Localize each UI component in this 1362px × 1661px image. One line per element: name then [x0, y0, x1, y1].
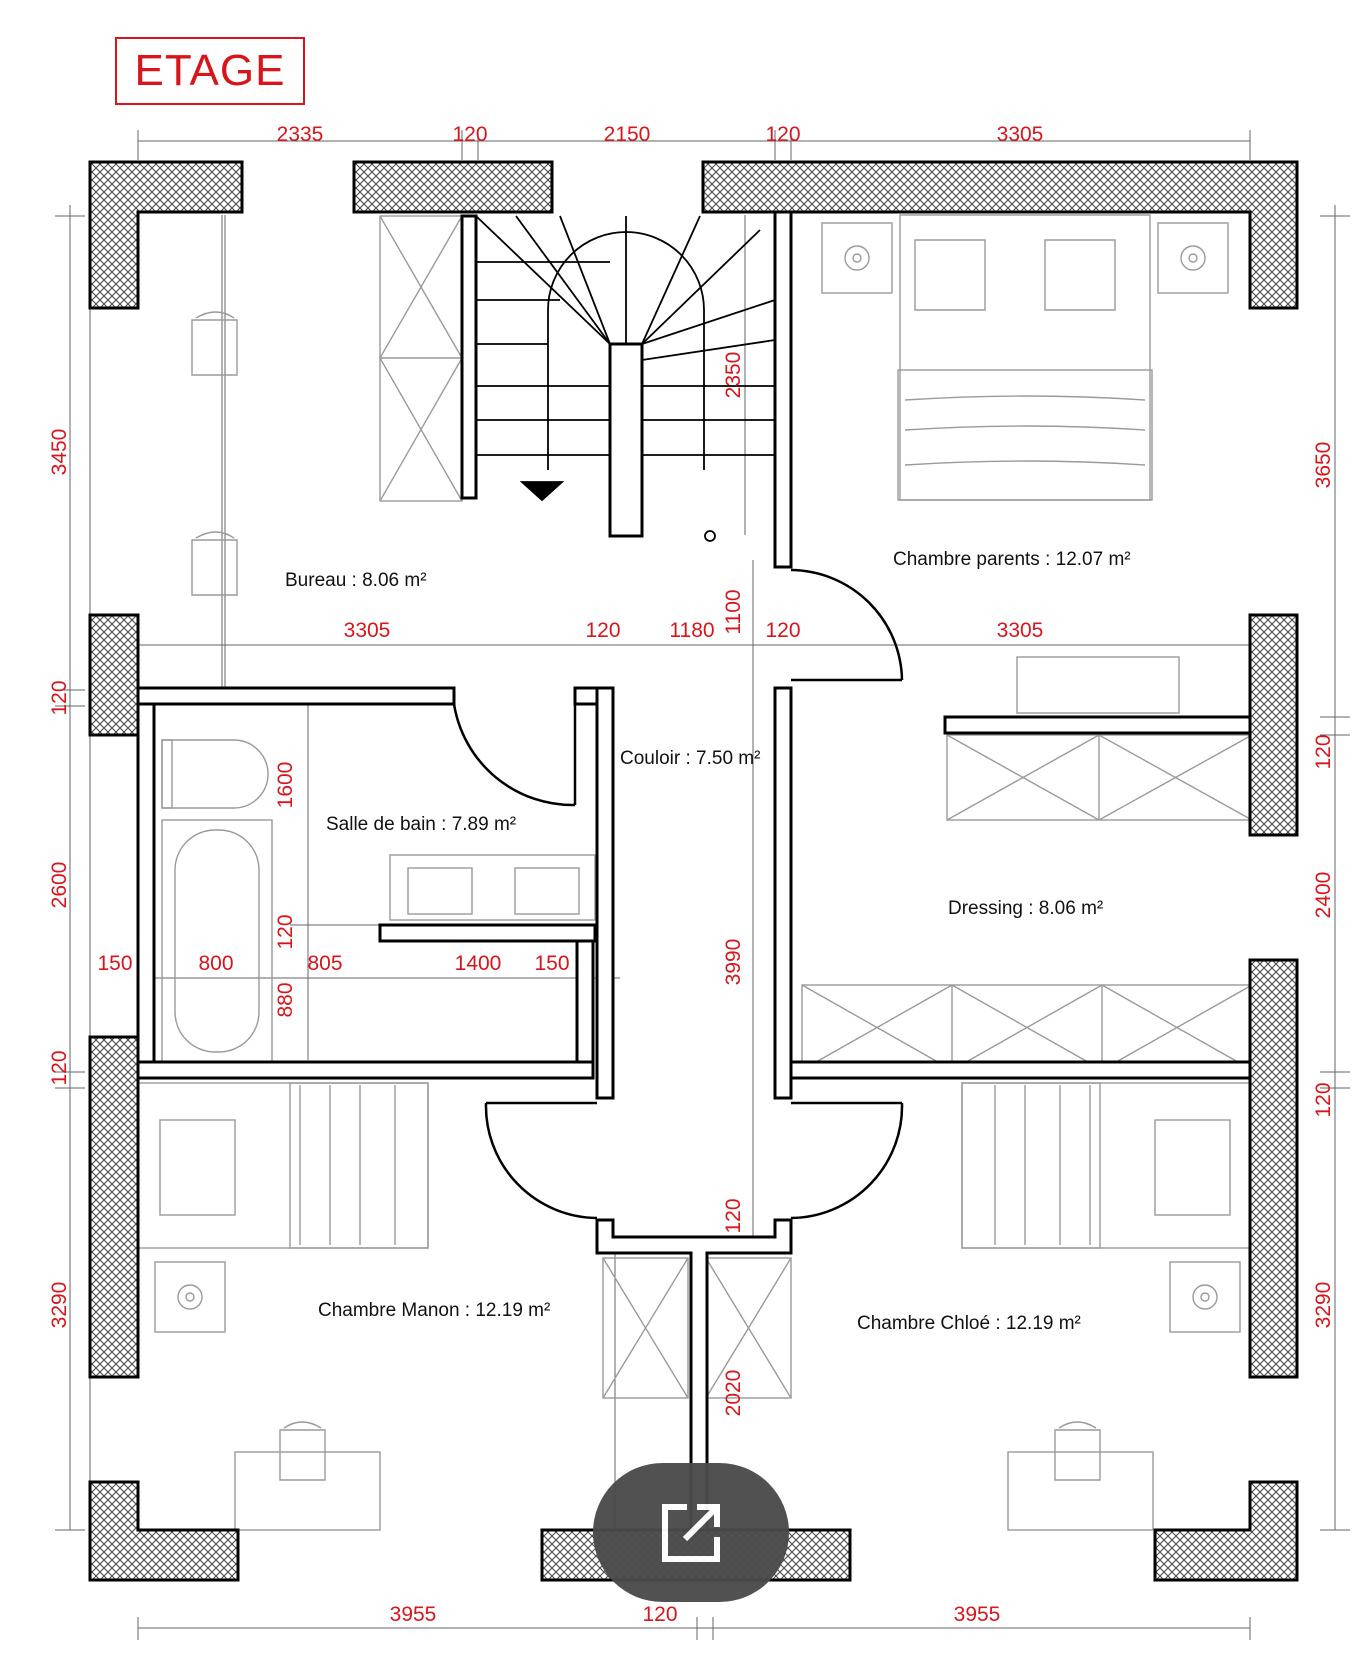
- dim-bottom-3: 3955: [954, 1603, 1001, 1626]
- dim-left-1: 3450: [48, 429, 71, 476]
- open-in-new-button[interactable]: [593, 1463, 789, 1602]
- dim-bottom-1: 3955: [390, 1603, 437, 1626]
- dimension-lines: [55, 130, 1350, 1640]
- dim-top-5: 3305: [997, 123, 1044, 146]
- room-label-salle-de-bain: Salle de bain : 7.89 m²: [326, 814, 516, 835]
- dim-bath-row-5: 150: [534, 952, 569, 975]
- room-label-dressing: Dressing : 8.06 m²: [948, 898, 1103, 919]
- dim-mid-1: 3305: [344, 619, 391, 642]
- room-labels: Bureau : 8.06 m² Chambre parents : 12.07…: [285, 549, 1131, 1334]
- dim-top-3: 2150: [604, 123, 651, 146]
- dim-corridor-length: 3990: [722, 939, 745, 986]
- dim-left-4: 120: [48, 1050, 71, 1085]
- dim-bath-row-3: 805: [307, 952, 342, 975]
- dim-mid-5: 3305: [997, 619, 1044, 642]
- dim-closet: 2020: [722, 1370, 745, 1417]
- dim-mid-3: 1180: [669, 619, 714, 642]
- staircase: [460, 214, 776, 542]
- dim-bath-row-2: 800: [198, 952, 233, 975]
- dim-left-3: 2600: [48, 862, 71, 909]
- dim-bath-880: 880: [274, 982, 297, 1017]
- dim-mid-4: 120: [765, 619, 800, 642]
- dim-top-4: 120: [765, 123, 800, 146]
- dim-bath-1600: 1600: [274, 762, 297, 809]
- dim-left-2: 120: [48, 680, 71, 715]
- open-in-new-icon: [662, 1503, 720, 1562]
- dim-mid-2: 120: [585, 619, 620, 642]
- floor-title-text: ETAGE: [134, 46, 286, 95]
- dim-right-2: 120: [1312, 734, 1335, 769]
- interior-walls: [136, 210, 1252, 1532]
- doors: [452, 568, 904, 1220]
- dim-top-1: 2335: [277, 123, 324, 146]
- dim-right-3: 2400: [1312, 872, 1335, 919]
- dim-left-5: 3290: [48, 1282, 71, 1329]
- dim-top-2: 120: [452, 123, 487, 146]
- dim-right-5: 3290: [1312, 1282, 1335, 1329]
- dim-right-1: 3650: [1312, 442, 1335, 489]
- dim-corridor-door: 1100: [722, 589, 745, 634]
- dimension-labels: 2335 120 2150 120 3305 3305 120 1180 120…: [48, 123, 1335, 1626]
- floor-title: ETAGE: [115, 37, 305, 105]
- dim-stairs: 2350: [722, 352, 745, 399]
- dim-corridor-wall: 120: [722, 1198, 745, 1233]
- room-label-chambre-parents: Chambre parents : 12.07 m²: [893, 549, 1131, 570]
- room-label-chambre-chloe: Chambre Chloé : 12.19 m²: [857, 1313, 1081, 1334]
- dim-bath-row-1: 150: [97, 952, 132, 975]
- room-label-couloir: Couloir : 7.50 m²: [620, 748, 760, 769]
- dim-bottom-2: 120: [642, 1603, 677, 1626]
- dim-bath-120: 120: [274, 914, 297, 949]
- dim-right-4: 120: [1312, 1082, 1335, 1117]
- room-label-chambre-manon: Chambre Manon : 12.19 m²: [318, 1300, 550, 1321]
- room-label-bureau: Bureau : 8.06 m²: [285, 570, 427, 591]
- dim-bath-row-4: 1400: [455, 952, 502, 975]
